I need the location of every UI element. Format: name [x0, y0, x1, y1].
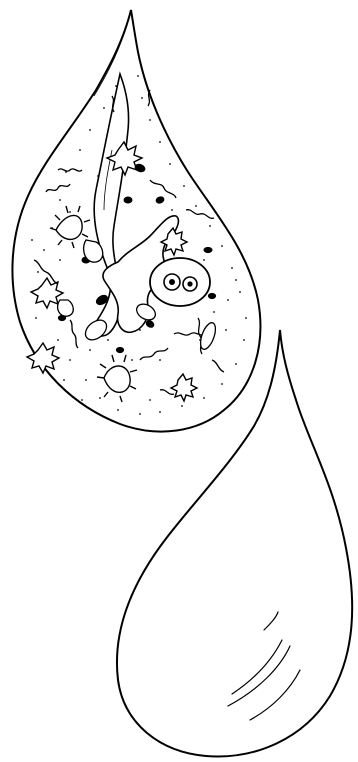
- drop-outline: [12, 10, 260, 432]
- drop-with-microorganisms: [12, 10, 260, 432]
- nucleated-cell: [150, 258, 210, 306]
